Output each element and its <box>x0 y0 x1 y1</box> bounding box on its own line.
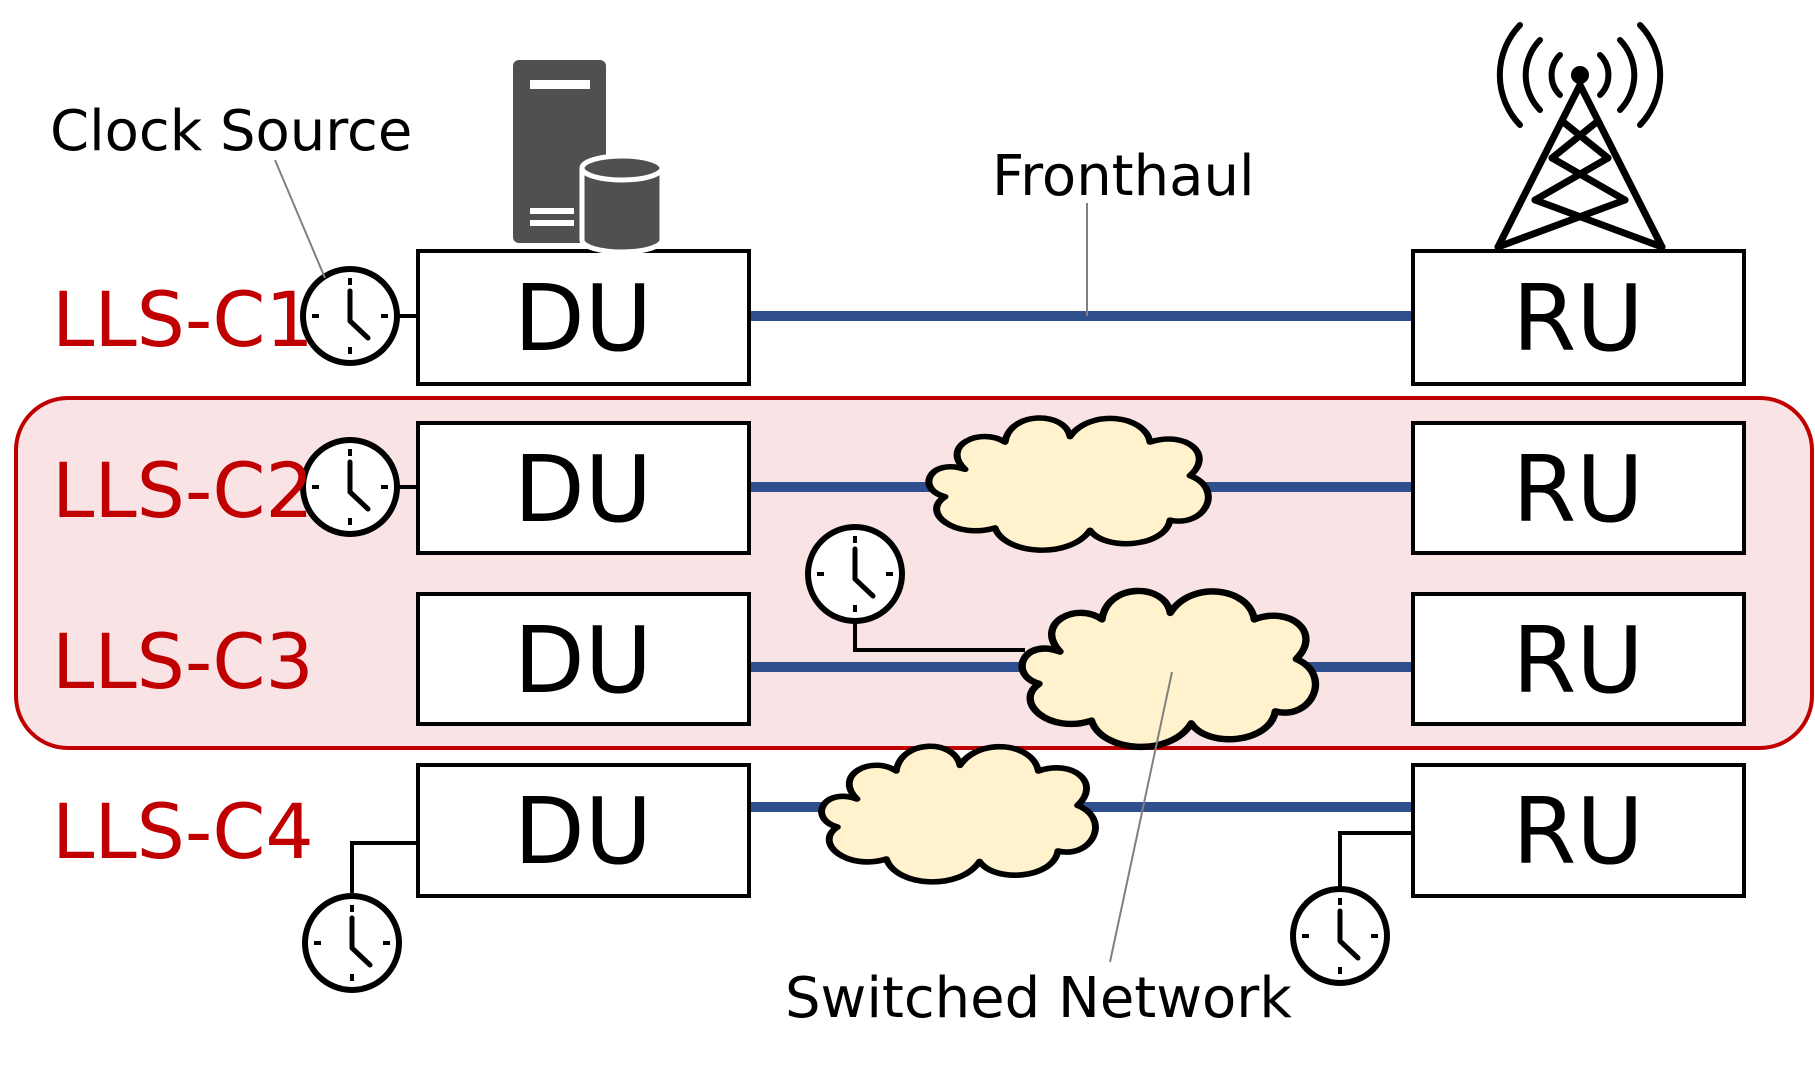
database-icon <box>579 153 665 255</box>
clock-source-leader <box>274 159 326 279</box>
ru-box-c3 <box>1411 592 1746 726</box>
clock-connector-c4-du <box>350 841 418 893</box>
ru-box-c1 <box>1411 249 1746 386</box>
clock-connector-c4-ru <box>1338 831 1413 888</box>
du-label-c2: DU <box>514 436 652 543</box>
du-box-c2 <box>416 421 751 555</box>
cloud-icon <box>822 746 1096 882</box>
clock-connector-c3 <box>853 620 1025 652</box>
clock-icon <box>808 527 902 621</box>
switched-network-label: Switched Network <box>785 966 1292 1031</box>
ru-box-c4 <box>1411 763 1746 898</box>
du-label-c4: DU <box>514 778 652 885</box>
row-label-c4: LLS-C4 <box>52 787 314 876</box>
clock-icon <box>303 440 397 534</box>
cloud-icon <box>929 418 1208 550</box>
clock-icon <box>1293 889 1387 983</box>
cell-tower-icon <box>1494 22 1666 251</box>
ru-label-c2: RU <box>1512 436 1643 543</box>
du-box-c3 <box>416 592 751 726</box>
row-label-c3: LLS-C3 <box>52 617 314 706</box>
ru-box-c2 <box>1411 421 1746 555</box>
clock-icon <box>305 896 399 990</box>
clock-source-label: Clock Source <box>50 99 412 164</box>
ru-label-c4: RU <box>1512 778 1643 885</box>
clock-icon <box>303 269 397 363</box>
cloud-icon <box>1022 591 1315 747</box>
row-label-c2: LLS-C2 <box>52 446 314 535</box>
du-box-c1 <box>416 249 751 386</box>
ru-label-c3: RU <box>1512 607 1643 714</box>
du-label-c1: DU <box>514 265 652 372</box>
du-box-c4 <box>416 763 751 898</box>
ru-label-c1: RU <box>1512 265 1643 372</box>
row-label-c1: LLS-C1 <box>52 275 314 364</box>
du-label-c3: DU <box>514 607 652 714</box>
fronthaul-label: Fronthaul <box>992 144 1255 209</box>
switched-network-leader <box>1109 671 1173 963</box>
